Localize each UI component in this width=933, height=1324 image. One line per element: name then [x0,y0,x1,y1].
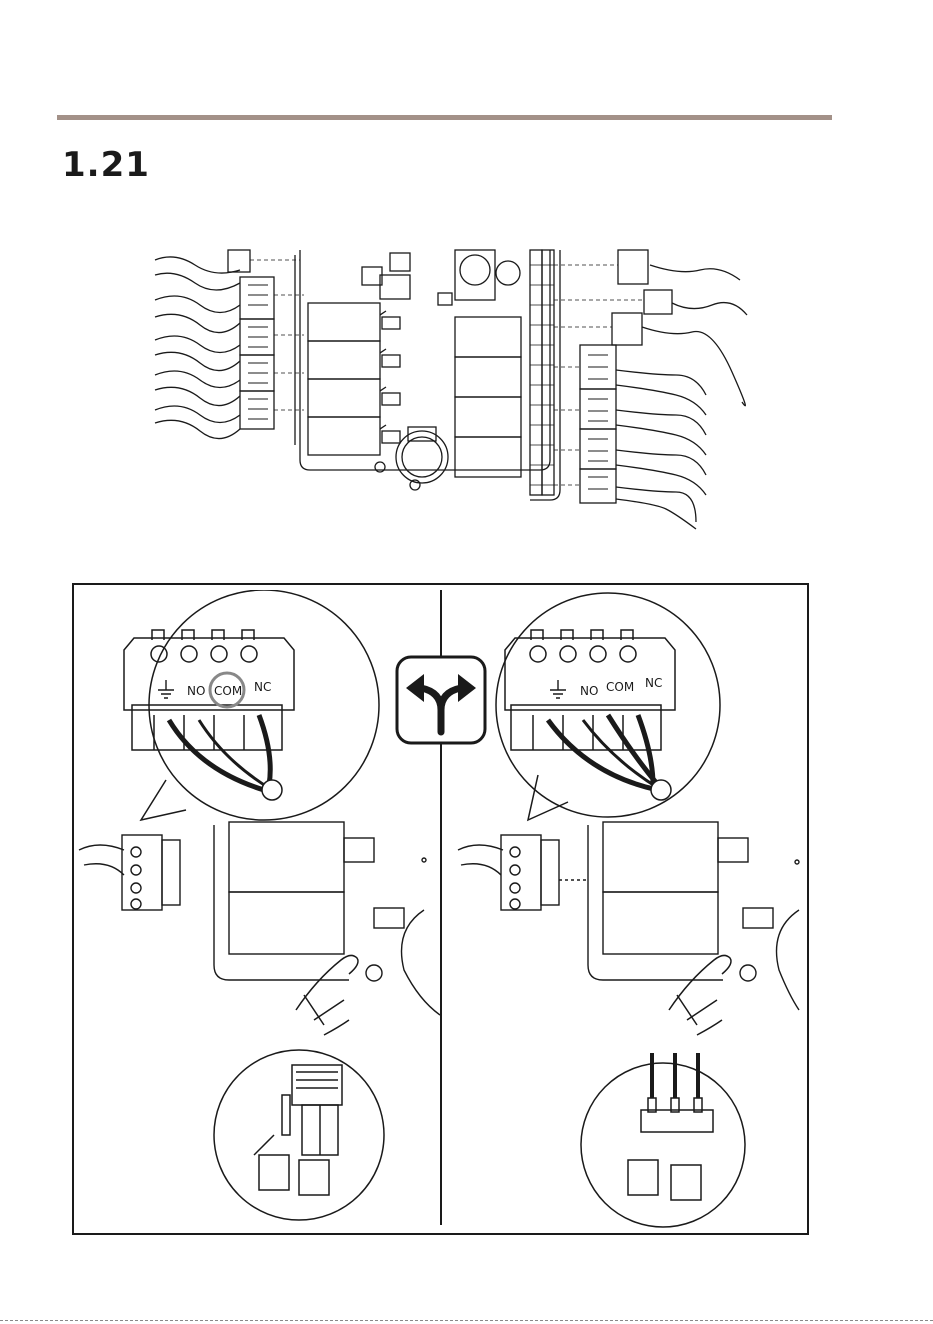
ground-symbol-icon [158,680,174,698]
label-no: NO [187,684,205,698]
ground-symbol-icon [550,680,566,698]
pointing-hand-icon [669,955,731,1035]
label-com: COM [606,680,634,694]
option-no-jumper-on: NO COM NC [74,590,440,1230]
label-no: NO [580,684,598,698]
step-number: 1.21 [62,145,150,185]
label-com: COM [214,684,242,698]
jumper-detail-circle [581,1063,745,1227]
board-overview-illustration [150,245,750,530]
section-rule [57,115,832,120]
label-nc: NC [645,676,662,690]
option-nc-jumper-off: NO COM NC [443,590,809,1230]
page-bottom-rule [0,1320,933,1321]
pointing-hand-icon [296,955,358,1035]
label-nc: NC [254,680,271,694]
